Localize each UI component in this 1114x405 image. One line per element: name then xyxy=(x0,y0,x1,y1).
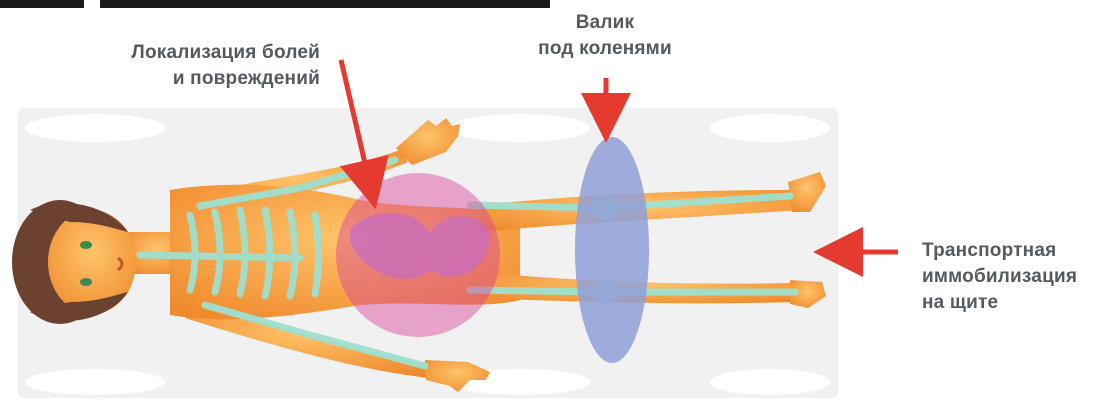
knee-roller-label-line1: Валик xyxy=(520,10,690,36)
pain-zone xyxy=(336,173,500,337)
knee-roller-label-line2: под коленями xyxy=(520,36,690,62)
pain-location-label: Локализация болей и повреждений xyxy=(131,40,320,92)
transport-label-line2: иммобилизация xyxy=(922,264,1077,290)
pain-location-label-line1: Локализация болей xyxy=(131,40,320,66)
transport-immobilization-label: Транспортная иммобилизация на щите xyxy=(922,238,1077,316)
knee-roller-label: Валик под коленями xyxy=(520,10,690,62)
transport-label-line1: Транспортная xyxy=(922,238,1077,264)
knee-roller xyxy=(575,137,649,363)
pain-location-label-line2: и повреждений xyxy=(131,66,320,92)
transport-label-line3: на щите xyxy=(922,290,1077,316)
